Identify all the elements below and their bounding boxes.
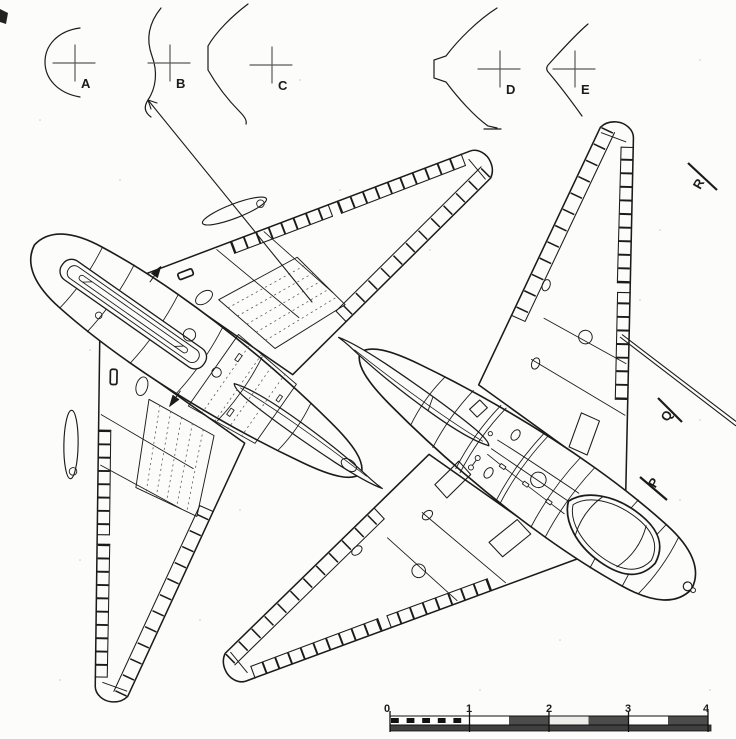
profile-curve	[44, 27, 81, 98]
section-marker-b: B	[144, 7, 191, 118]
scale-tick-1: 1	[466, 703, 472, 715]
scale-tick-3: 3	[625, 703, 631, 715]
cut-line-p: P	[639, 475, 668, 501]
section-label: A	[81, 76, 91, 91]
scale-bar: 0 1 2 3 4	[384, 703, 712, 732]
cut-line-label: P	[645, 475, 662, 490]
section-marker-a: A	[44, 27, 96, 98]
profile-curve	[207, 3, 249, 125]
datum-cross-icon	[477, 50, 521, 88]
scale-tick-4: 4	[703, 703, 710, 715]
datum-cross-icon	[552, 50, 596, 88]
tow-line	[619, 334, 736, 427]
section-label: C	[278, 78, 288, 93]
cut-line-r: R	[687, 162, 718, 192]
cut-line-label: Q	[658, 408, 676, 424]
datum-cross-icon	[147, 44, 191, 82]
scale-tick-0: 0	[384, 703, 390, 715]
section-profiles: A B C D E	[44, 3, 596, 130]
leading-edge-extension-line	[147, 99, 313, 303]
section-label: E	[581, 82, 590, 97]
cut-line-labels: R Q P	[639, 162, 718, 501]
datum-cross-icon	[52, 44, 96, 82]
profile-curve	[144, 7, 162, 118]
corner-mark	[0, 9, 8, 24]
profile-curve	[546, 23, 589, 117]
cut-line-q: Q	[657, 397, 683, 424]
section-marker-d: D	[433, 7, 521, 130]
section-label: D	[506, 82, 515, 97]
datum-cross-icon	[249, 46, 293, 84]
profile-curve	[433, 7, 502, 130]
section-marker-e: E	[546, 23, 596, 117]
section-label: B	[176, 76, 185, 91]
section-marker-c: C	[207, 3, 293, 125]
scale-tick-2: 2	[546, 703, 552, 715]
